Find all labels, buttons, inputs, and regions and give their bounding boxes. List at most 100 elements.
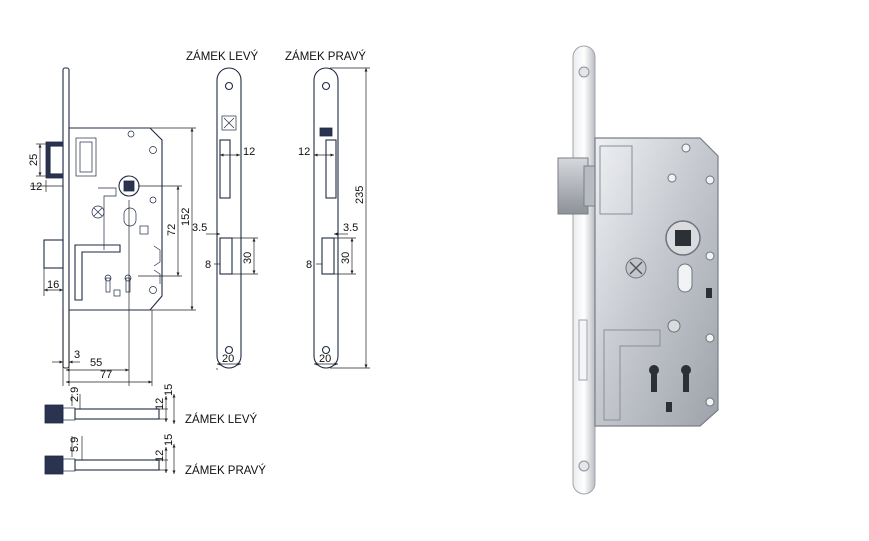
- dim-left-3-5: 3.5: [192, 222, 207, 234]
- dim-left-12: 12: [243, 146, 255, 158]
- latch-slot-left: [219, 139, 231, 199]
- dim-left-8: 8: [205, 259, 211, 271]
- dim-latch-left-12: 12: [154, 398, 166, 410]
- screw-bottom-left: [224, 345, 234, 355]
- photo-bolt-slot: [578, 319, 588, 381]
- dim-3: 3: [74, 349, 80, 361]
- dim-right-12: 12: [298, 146, 310, 158]
- dim-12-latch: 12: [30, 181, 42, 193]
- oval-hole: [123, 207, 137, 227]
- latch-shaft-right: [74, 459, 160, 471]
- dim-72: 72: [166, 224, 178, 236]
- bolt-lever: [74, 244, 121, 301]
- photo-hole-3: [705, 175, 715, 185]
- latch-detail-right: 5.9 12 15 ZÁMEK PRAVÝ: [44, 434, 266, 477]
- screw-cross: [93, 207, 103, 217]
- dim-2-9: 2.9: [69, 387, 81, 402]
- photo-latch-housing: [599, 145, 633, 215]
- latch-icon-left: [223, 117, 235, 129]
- bolt-slot-left: [219, 237, 233, 275]
- dim-right-20: 20: [319, 353, 331, 365]
- dim-left-30: 30: [242, 252, 254, 264]
- key-ward: [113, 289, 121, 297]
- mount-hole-bottom: [149, 286, 157, 294]
- photo-screw-top: [578, 66, 590, 78]
- latch-neck-left: [62, 407, 76, 421]
- photo-screw-cross: [629, 261, 643, 275]
- label-latch-left: ZÁMEK LEVÝ: [185, 413, 258, 426]
- latch-bolt-inner: [49, 145, 64, 175]
- latch-spring: [79, 141, 93, 173]
- latch-head-right: [44, 455, 64, 475]
- latch-housing: [75, 137, 97, 177]
- mount-hole-right: [149, 146, 157, 154]
- dim-152: 152: [180, 208, 192, 226]
- photo-screw-bottom: [578, 460, 590, 472]
- keyhole-right: [125, 277, 131, 293]
- latch-shaft-left: [74, 408, 160, 420]
- photo-slot: [706, 288, 712, 298]
- screw-bottom-right: [321, 345, 331, 355]
- dim-latch-left-15: 15: [163, 384, 175, 396]
- photo-case: [594, 137, 719, 427]
- label-lock-left: ZÁMEK LEVÝ: [186, 50, 259, 63]
- lever-arm: [98, 187, 117, 250]
- photo-hole-4: [705, 251, 715, 261]
- keyhole-top-right: [124, 274, 132, 282]
- dim-right-8: 8: [306, 259, 312, 271]
- photo-keyhole-2: [683, 370, 689, 392]
- mount-hole-top: [127, 130, 135, 138]
- spindle-square: [123, 180, 135, 192]
- mount-hole-mid: [149, 196, 157, 204]
- latch-detail-left: 2.9 12 15 ZÁMEK LEVÝ: [44, 384, 258, 426]
- dim-right-3-5: 3.5: [343, 222, 358, 234]
- photo-spindle: [675, 230, 691, 246]
- faceplate: [62, 67, 70, 369]
- screw-top-right: [321, 81, 331, 91]
- dim-55: 55: [90, 357, 102, 369]
- faceplate-left-view: ZÁMEK LEVÝ 12 3.5 8 30 20: [186, 50, 259, 370]
- latch-slot-right: [325, 139, 337, 199]
- photo-hole-1: [667, 173, 677, 183]
- bolt-slot-right: [321, 237, 335, 275]
- photo-hole-2: [681, 143, 691, 153]
- lock-photo: [557, 45, 719, 495]
- photo-oval-hole: [677, 263, 693, 293]
- label-latch-right: ZÁMEK PRAVÝ: [185, 464, 266, 477]
- small-slot: [139, 225, 149, 235]
- dim-latch-right-12: 12: [154, 450, 166, 462]
- dim-left-20: 20: [222, 353, 234, 365]
- lock-side-view: 25 12 16 72 152 3 55 77: [28, 67, 196, 386]
- faceplate-right-view: ZÁMEK PRAVÝ 12 3.5 8 30 235 20: [285, 50, 370, 369]
- latch-window-right: [319, 127, 333, 137]
- photo-rivet: [667, 319, 681, 333]
- case-notch-2: [153, 269, 161, 284]
- dim-77: 77: [100, 369, 112, 381]
- label-lock-right: ZÁMEK PRAVÝ: [285, 50, 366, 63]
- latch-head-left: [44, 404, 64, 424]
- photo-keyhole-1: [651, 370, 657, 392]
- faceplate-right: [313, 67, 339, 369]
- case-notch: [153, 245, 161, 267]
- photo-hole-6: [705, 397, 715, 407]
- dim-5-9: 5.9: [69, 437, 81, 452]
- dim-235: 235: [354, 186, 366, 204]
- latch-window-left: [221, 115, 237, 131]
- photo-faceplate: [572, 45, 596, 495]
- screw-top-left: [224, 81, 234, 91]
- keyhole-top-left: [104, 274, 112, 282]
- latch-neck-right: [62, 458, 76, 472]
- faceplate-left: [216, 67, 242, 369]
- dim-25: 25: [28, 154, 40, 166]
- photo-latch: [557, 157, 589, 215]
- photo-slot-2: [666, 402, 672, 412]
- dim-16: 16: [47, 279, 59, 291]
- keyhole-left: [105, 277, 111, 293]
- dim-right-30: 30: [340, 252, 352, 264]
- dead-bolt: [43, 239, 64, 269]
- photo-bolt-lever: [603, 329, 661, 421]
- dim-latch-right-15: 15: [163, 434, 175, 446]
- lock-case: [68, 127, 163, 311]
